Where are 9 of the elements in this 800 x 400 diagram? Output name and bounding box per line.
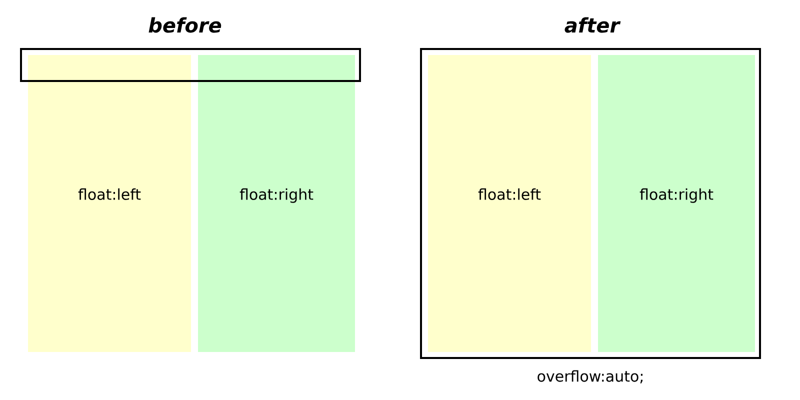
float-box: float:left — [428, 55, 591, 352]
heading: before — [148, 17, 222, 33]
float-box: float:right — [198, 55, 355, 352]
container-box — [20, 48, 361, 82]
property-label: overflow:auto; — [538, 370, 642, 384]
container-box — [420, 48, 761, 359]
float-box: float:right — [598, 55, 755, 352]
heading: after — [564, 17, 621, 33]
float-box: float:left — [28, 55, 191, 352]
